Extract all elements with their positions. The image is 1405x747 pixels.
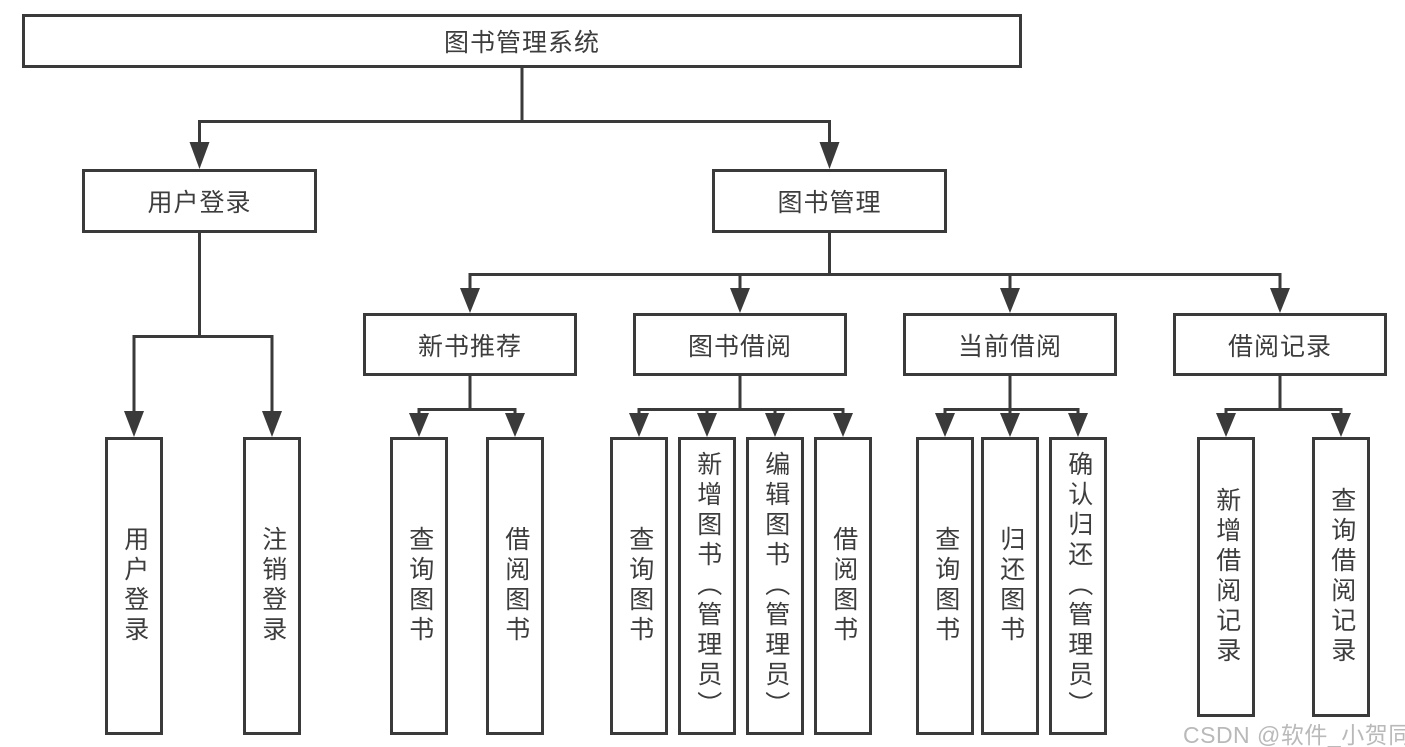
leaf-label: 新增图书（管理员） [693,451,722,721]
leaf-label: 借阅图书 [829,526,858,646]
leaf-borrow-books-recommend: 借阅图书 [486,437,544,735]
leaf-label: 查询图书 [931,526,960,646]
current-borrow-node: 当前借阅 [903,313,1117,376]
leaf-label: 确认归还（管理员） [1064,451,1093,721]
user-login-node-label: 用户登录 [147,189,252,217]
leaf-borrow-books: 借阅图书 [814,437,872,735]
leaf-label: 编辑图书（管理员） [761,451,790,721]
leaf-query-books-borrow: 查询图书 [610,437,668,735]
book-borrow-label: 图书借阅 [687,332,792,361]
leaf-label: 新增借阅记录 [1212,487,1241,667]
leaf-query-books-recommend: 查询图书 [390,437,448,735]
user-login-node: 用户登录 [82,169,317,233]
root-node-library-system: 图书管理系统 [22,14,1022,68]
leaf-logout-label: 注销登录 [258,526,287,646]
book-management-node: 图书管理 [712,169,947,233]
current-borrow-label: 当前借阅 [957,332,1062,361]
leaf-label: 查询图书 [405,526,434,646]
leaf-label: 归还图书 [996,526,1025,646]
csdn-watermark: CSDN @软件_小贺同学 [1183,722,1405,747]
new-book-recommend-label: 新书推荐 [417,332,522,361]
borrow-record-label: 借阅记录 [1227,332,1332,361]
leaf-user-login-label: 用户登录 [120,526,149,646]
leaf-edit-books-admin: 编辑图书（管理员） [746,437,804,735]
new-book-recommend-node: 新书推荐 [363,313,577,376]
book-management-node-label: 图书管理 [777,189,882,217]
leaf-query-borrow-record: 查询借阅记录 [1312,437,1370,717]
root-node-label: 图书管理系统 [443,29,600,57]
book-borrow-node: 图书借阅 [633,313,847,376]
arrowhead-icons [124,142,1351,437]
leaf-add-books-admin: 新增图书（管理员） [678,437,736,735]
leaf-confirm-return-admin: 确认归还（管理员） [1049,437,1107,735]
leaf-label: 查询借阅记录 [1327,487,1356,667]
leaf-logout: 注销登录 [243,437,301,735]
leaf-query-books-current: 查询图书 [916,437,974,735]
leaf-return-books: 归还图书 [981,437,1039,735]
leaf-label: 查询图书 [625,526,654,646]
borrow-record-node: 借阅记录 [1173,313,1387,376]
leaf-label: 借阅图书 [501,526,530,646]
leaf-add-borrow-record: 新增借阅记录 [1197,437,1255,717]
leaf-user-login: 用户登录 [105,437,163,735]
